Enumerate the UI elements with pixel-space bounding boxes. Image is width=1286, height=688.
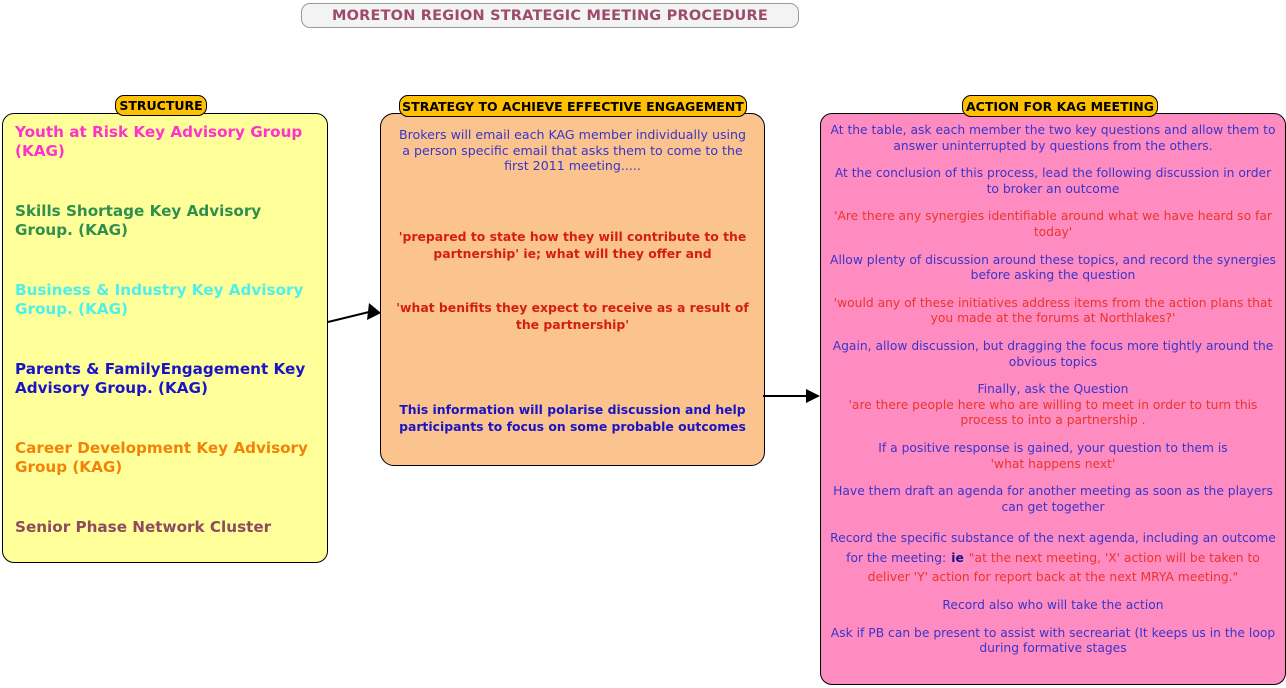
- action-record-lead: Record the specific substance of the nex…: [830, 531, 1276, 565]
- action-block-record-owner: Record also who will take the action: [942, 598, 1164, 613]
- page-title-text: MORETON REGION STRATEGIC MEETING PROCEDU…: [331, 7, 769, 24]
- action-block-initiatives-question: 'would any of these initiatives address …: [833, 295, 1273, 326]
- action-panel: At the table, ask each member the two ke…: [820, 113, 1286, 685]
- arrow-strategy-to-action-icon: [763, 389, 820, 403]
- action-record-ie: ie: [951, 550, 964, 565]
- list-item: Youth at Risk Key Advisory Group (KAG): [15, 123, 303, 160]
- list-item: Senior Phase Network Cluster: [15, 518, 272, 536]
- page-title: MORETON REGION STRATEGIC MEETING PROCEDU…: [301, 3, 799, 28]
- action-positive-lead: If a positive response is gained, your q…: [878, 440, 1228, 455]
- list-item: Business & Industry Key Advisory Group. …: [15, 281, 304, 318]
- structure-panel: Youth at Risk Key Advisory Group (KAG) S…: [2, 113, 328, 563]
- badge-strategy-label: STRATEGY TO ACHIEVE EFFECTIVE ENGAGEMENT: [402, 98, 744, 114]
- list-item: Parents & FamilyEngagement Key Advisory …: [15, 360, 306, 397]
- badge-strategy: STRATEGY TO ACHIEVE EFFECTIVE ENGAGEMENT: [399, 95, 747, 117]
- action-final-question-lead: Finally, ask the Question: [977, 382, 1129, 397]
- structure-list: Youth at Risk Key Advisory Group (KAG) S…: [3, 114, 327, 537]
- action-block-positive-response: If a positive response is gained, your q…: [829, 441, 1277, 472]
- action-block-again-discussion: Again, allow discussion, but dragging th…: [832, 338, 1274, 369]
- action-block-allow-discussion: Allow plenty of discussion around these …: [830, 252, 1276, 283]
- strategy-block-intro: Brokers will email each KAG member indiv…: [399, 127, 746, 173]
- strategy-panel: Brokers will email each KAG member indiv…: [380, 113, 765, 466]
- action-block-table-questions: At the table, ask each member the two ke…: [830, 123, 1276, 153]
- list-item: Skills Shortage Key Advisory Group. (KAG…: [15, 202, 262, 239]
- strategy-block-benefits: 'what benifits they expect to receive as…: [396, 300, 749, 332]
- action-block-record-substance: Record the specific substance of the nex…: [829, 527, 1277, 586]
- badge-action: ACTION FOR KAG MEETING: [962, 95, 1158, 117]
- badge-structure-label: STRUCTURE: [119, 98, 203, 113]
- action-block-draft-agenda: Have them draft an agenda for another me…: [833, 484, 1273, 514]
- action-block-synergies-question: 'Are there any synergies identifiable ar…: [834, 209, 1272, 239]
- action-final-question-text: 'are there people here who are willing t…: [848, 397, 1258, 428]
- badge-action-label: ACTION FOR KAG MEETING: [966, 98, 1154, 114]
- strategy-block-contribute: 'prepared to state how they will contrib…: [398, 229, 747, 261]
- action-positive-text: 'what happens next': [990, 456, 1116, 471]
- list-item: Career Development Key Advisory Group (K…: [15, 439, 308, 476]
- action-record-quote: "at the next meeting, 'X' action will be…: [867, 550, 1260, 585]
- action-block-ask-pb: Ask if PB can be present to assist with …: [830, 625, 1276, 656]
- badge-structure: STRUCTURE: [115, 95, 207, 116]
- action-block-conclusion: At the conclusion of this process, lead …: [834, 166, 1272, 196]
- action-block-final-question: Finally, ask the Question 'are there peo…: [829, 382, 1277, 429]
- strategy-block-outcome: This information will polarise discussio…: [399, 402, 746, 434]
- action-list: At the table, ask each member the two ke…: [821, 114, 1285, 657]
- arrow-structure-to-strategy-icon: [327, 303, 381, 323]
